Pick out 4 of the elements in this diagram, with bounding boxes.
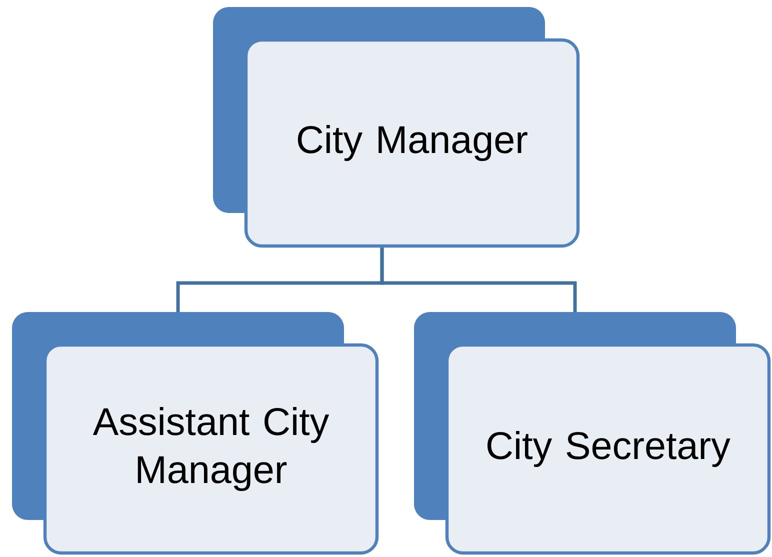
org-box: Assistant City Manager <box>43 343 379 555</box>
org-box: City Secretary <box>445 343 771 555</box>
org-box: City Manager <box>244 38 580 248</box>
connector-line <box>380 248 577 312</box>
